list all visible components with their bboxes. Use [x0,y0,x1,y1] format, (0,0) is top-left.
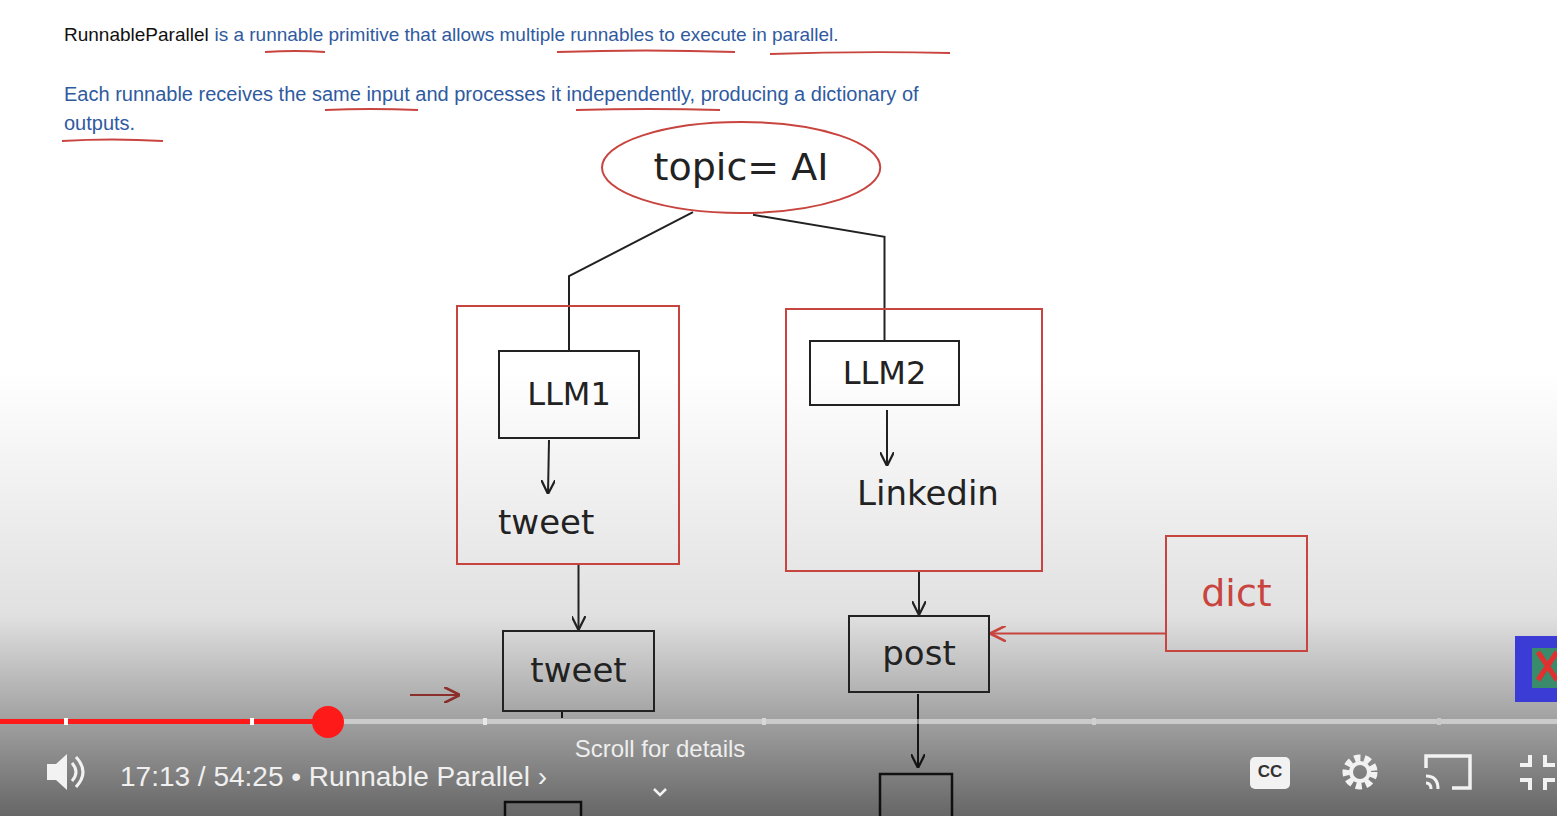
cast-icon [1426,756,1470,788]
scrubber [312,706,344,738]
fullscreen-icon [1520,755,1555,790]
underlines [62,51,950,142]
output-box: post [848,615,990,693]
description-block: Each runnable receives the same input an… [64,80,969,138]
volume-wave [72,763,76,781]
node-text: tweet [498,503,594,542]
ellipse-shape [602,122,880,213]
connector [990,633,1165,635]
thumbnail [1515,636,1557,702]
chevron [654,789,666,795]
intro-line: RunnableParallelis a runnable primitive … [64,24,1064,47]
connector [918,572,920,615]
underline [62,140,163,142]
cc-label: CC [1258,762,1283,781]
underline [325,109,418,110]
volume-wave [76,757,83,787]
node-text: tweet [530,651,626,690]
settings-icon [1351,763,1369,781]
node-text: Linkedin [857,474,999,513]
settings-icon [1346,758,1374,786]
term: RunnableParallel [64,24,209,45]
cast-icon [1426,776,1438,789]
node-text: topic= AI [654,146,829,190]
llm-box: LLM2 [809,340,960,406]
underline [265,51,325,52]
underline [770,52,950,54]
underline [557,51,735,53]
input-ellipse: topic= AI [600,120,882,215]
ellipse-outline [600,120,882,215]
cc-icon [1250,757,1290,789]
callout-box: dict [1165,535,1308,652]
controls [47,754,1555,795]
progress-bar [0,706,1557,738]
node-text: LLM1 [527,376,611,413]
underline [576,109,720,110]
node-text: post [882,634,955,673]
description-text: Each runnable receives the same input an… [64,83,919,134]
cc-wrap: CC [1250,762,1290,782]
node-text: dict [1201,572,1271,616]
connector [753,215,885,340]
definition-text: is a runnable primitive that allows mult… [214,24,838,45]
llm-box: LLM1 [498,350,640,439]
output-box: tweet [502,630,655,712]
chain-box: tweet LLM1 [456,305,680,565]
volume-icon [47,754,67,790]
video-time-title: 17:13 / 54:25 • Runnable Parallel › [120,761,547,792]
scroll-hint: Scroll for details [575,735,746,762]
player-title: 17:13 / 54:25 • Runnable Parallel › [120,760,740,794]
connector [578,565,580,630]
connector [569,212,693,350]
chain-box: Linkedin LLM2 [785,308,1043,572]
player-hint: Scroll for details [540,735,780,764]
node-text: LLM2 [843,355,927,392]
player-shade [0,370,1557,816]
